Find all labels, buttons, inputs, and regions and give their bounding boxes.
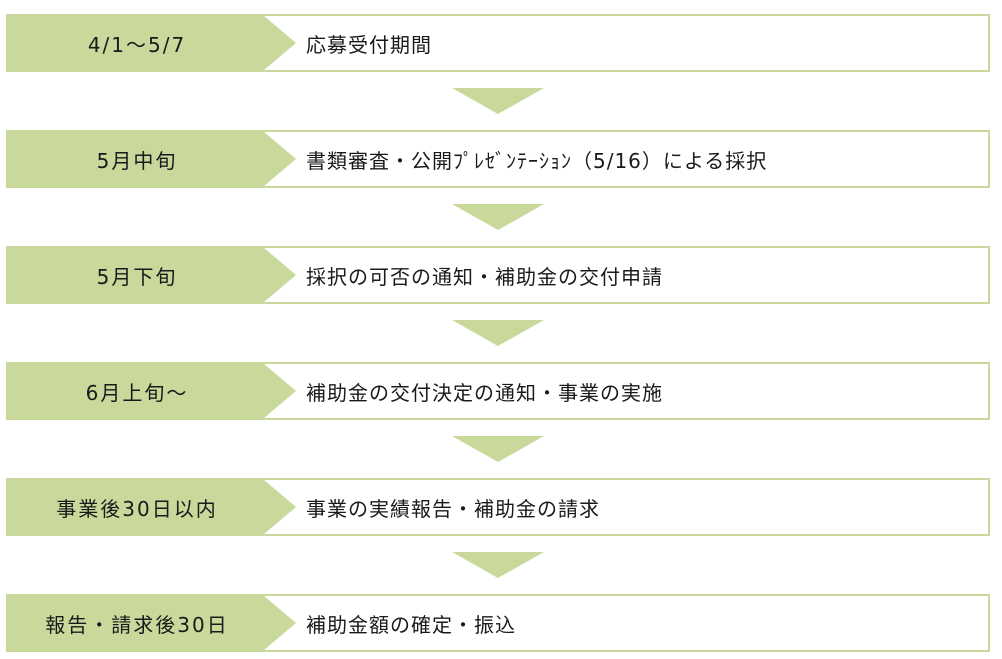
step-description: 補助金の交付決定の通知・事業の実施 — [306, 380, 663, 405]
flow-step-2: 5月中旬 書類審査・公開ﾌﾟﾚｾﾞﾝﾃｰｼｮﾝ（5/16）による採択 — [6, 130, 990, 188]
flow-step-3: 5月下旬 採択の可否の通知・補助金の交付申請 — [6, 246, 990, 304]
step-description: 事業の実績報告・補助金の請求 — [306, 496, 600, 521]
step-period: 事業後30日以内 — [56, 496, 218, 521]
step-description: 補助金額の確定・振込 — [306, 612, 516, 637]
step-period: 4/1～5/7 — [87, 32, 187, 57]
flow-step-5: 事業後30日以内 事業の実績報告・補助金の請求 — [6, 478, 990, 536]
step-period: 6月上旬～ — [85, 380, 189, 405]
flow-step-1: 4/1～5/7 応募受付期間 — [6, 14, 990, 72]
period-arrow-block — [8, 132, 296, 186]
period-arrow-block — [8, 596, 296, 650]
step-description: 応募受付期間 — [306, 32, 432, 57]
step-period: 5月中旬 — [96, 148, 178, 173]
flow-step-6: 報告・請求後30日 補助金額の確定・振込 — [6, 594, 990, 652]
period-arrow-block — [8, 16, 296, 70]
down-arrow-icon — [452, 204, 544, 230]
step-description: 書類審査・公開ﾌﾟﾚｾﾞﾝﾃｰｼｮﾝ（5/16）による採択 — [306, 148, 768, 173]
down-arrow-icon — [452, 320, 544, 346]
step-period: 5月下旬 — [96, 264, 178, 289]
flow-step-4: 6月上旬～ 補助金の交付決定の通知・事業の実施 — [6, 362, 990, 420]
down-arrow-icon — [452, 88, 544, 114]
down-arrow-icon — [452, 552, 544, 578]
down-arrow-icon — [452, 436, 544, 462]
period-arrow-block — [8, 480, 296, 534]
period-arrow-block — [8, 364, 296, 418]
period-arrow-block — [8, 248, 296, 302]
step-period: 報告・請求後30日 — [45, 612, 229, 637]
step-description: 採択の可否の通知・補助金の交付申請 — [306, 264, 663, 289]
